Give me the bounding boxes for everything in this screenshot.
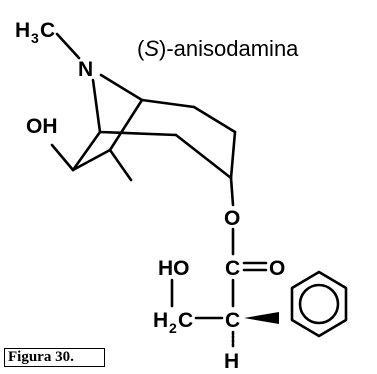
bond-c7-lower [108,148,133,182]
bond-chiral-phenyl-wedge [244,312,279,324]
bond-c5-bridge [98,130,178,137]
bond-c2-c3 [192,105,237,134]
atom-nitrogen: N [78,58,93,81]
bond-bridge-c6 [71,130,102,172]
phenyl-ring [290,270,348,338]
bond-n-c1 [99,73,144,102]
atom-carbonyl-carbon: C [225,257,240,280]
atom-ester-oxygen: O [224,207,240,230]
bond-c1-c7 [108,98,144,152]
atom-methyl-c: C [40,19,55,42]
compound-name: (S)-anisodamina [137,36,299,61]
bond-c7-c6 [71,148,112,172]
atom-ho: HO [158,257,190,280]
bond-c6-oh [50,143,75,172]
atom-carbonyl-oxygen: O [269,257,285,280]
atom-hydroxyl: OH [26,115,58,138]
atom-ch2-c: C [178,309,193,332]
bond-c4-c5 [174,133,233,180]
tropane-bonds [50,32,237,182]
atom-chiral-h: H [224,350,239,373]
atom-ch2-h: H [153,309,168,332]
atom-chiral-carbon: C [225,309,240,332]
bond-methyl-n [55,32,81,60]
figure-caption: Figura 30. [4,348,105,367]
sidechain-bonds [170,176,279,350]
phenyl-hexagon [290,270,348,338]
bond-c1-c2 [140,98,196,109]
phenyl-aromatic-circle [298,283,340,325]
bond-c3-c4 [229,130,237,180]
atom-methyl-subscript: 3 [31,30,39,46]
atom-ch2-subscript: 2 [169,320,177,336]
bond-n-c5 [91,78,102,134]
bond-c3-ester-o [229,176,235,207]
atom-methyl-h: H [15,19,30,42]
